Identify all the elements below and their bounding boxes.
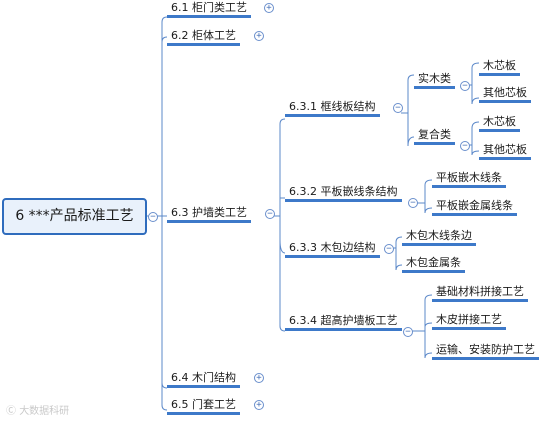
expand-toggle-icon[interactable]: + [254,31,264,41]
expand-toggle-icon[interactable]: + [264,3,274,13]
expand-toggle-icon[interactable]: + [254,400,264,410]
branch-6-2[interactable]: 6.2 柜体工艺 [167,29,240,46]
collapse-toggle-icon[interactable]: − [460,141,470,151]
leaf-flat-wood-strip[interactable]: 平板嵌木线条 [432,171,506,188]
root-topic[interactable]: 6 ***产品标准工艺 [2,198,147,235]
leaf-composite-blockboard[interactable]: 木芯板 [479,115,520,132]
leaf-solid-other-core[interactable]: 其他芯板 [479,86,531,103]
watermark-logo-icon: Ⓒ [6,406,16,417]
expand-toggle-icon[interactable]: + [254,373,264,383]
watermark: Ⓒ 大数据科研 [6,402,69,417]
leaf-veneer-splicing[interactable]: 木皮拼接工艺 [432,313,506,330]
leaf-wood-edge[interactable]: 木包木线条边 [402,229,476,246]
branch-6-3[interactable]: 6.3 护墙类工艺 [167,206,251,223]
collapse-toggle-icon[interactable]: − [403,327,413,337]
branch-6-4[interactable]: 6.4 木门结构 [167,371,240,388]
leaf-solid-blockboard[interactable]: 木芯板 [479,59,520,76]
topic-composite[interactable]: 复合类 [414,128,455,145]
collapse-toggle-icon[interactable]: − [265,209,275,219]
topic-6-3-4[interactable]: 6.3.4 超高护墙板工艺 [285,314,402,331]
collapse-toggle-icon[interactable]: − [460,81,470,91]
collapse-toggle-icon[interactable]: − [384,244,394,254]
branch-6-1[interactable]: 6.1 柜门类工艺 [167,1,251,18]
collapse-toggle-icon[interactable]: − [408,198,418,208]
topic-6-3-2[interactable]: 6.3.2 平板嵌线条结构 [285,185,402,202]
collapse-toggle-icon[interactable]: − [393,103,403,113]
topic-6-3-1[interactable]: 6.3.1 框线板结构 [285,100,380,117]
watermark-text: 大数据科研 [19,406,70,417]
leaf-base-material-splicing[interactable]: 基础材料拼接工艺 [432,285,528,302]
leaf-metal-edge[interactable]: 木包金属条 [402,256,465,273]
leaf-composite-other-core[interactable]: 其他芯板 [479,143,531,160]
topic-6-3-3[interactable]: 6.3.3 木包边结构 [285,241,380,258]
branch-6-5[interactable]: 6.5 门套工艺 [167,398,240,415]
leaf-flat-metal-strip[interactable]: 平板嵌金属线条 [432,199,517,216]
topic-solid-wood[interactable]: 实木类 [414,72,455,89]
leaf-transport-protection[interactable]: 运输、安装防护工艺 [432,343,539,360]
collapse-toggle-icon[interactable]: − [148,212,158,222]
